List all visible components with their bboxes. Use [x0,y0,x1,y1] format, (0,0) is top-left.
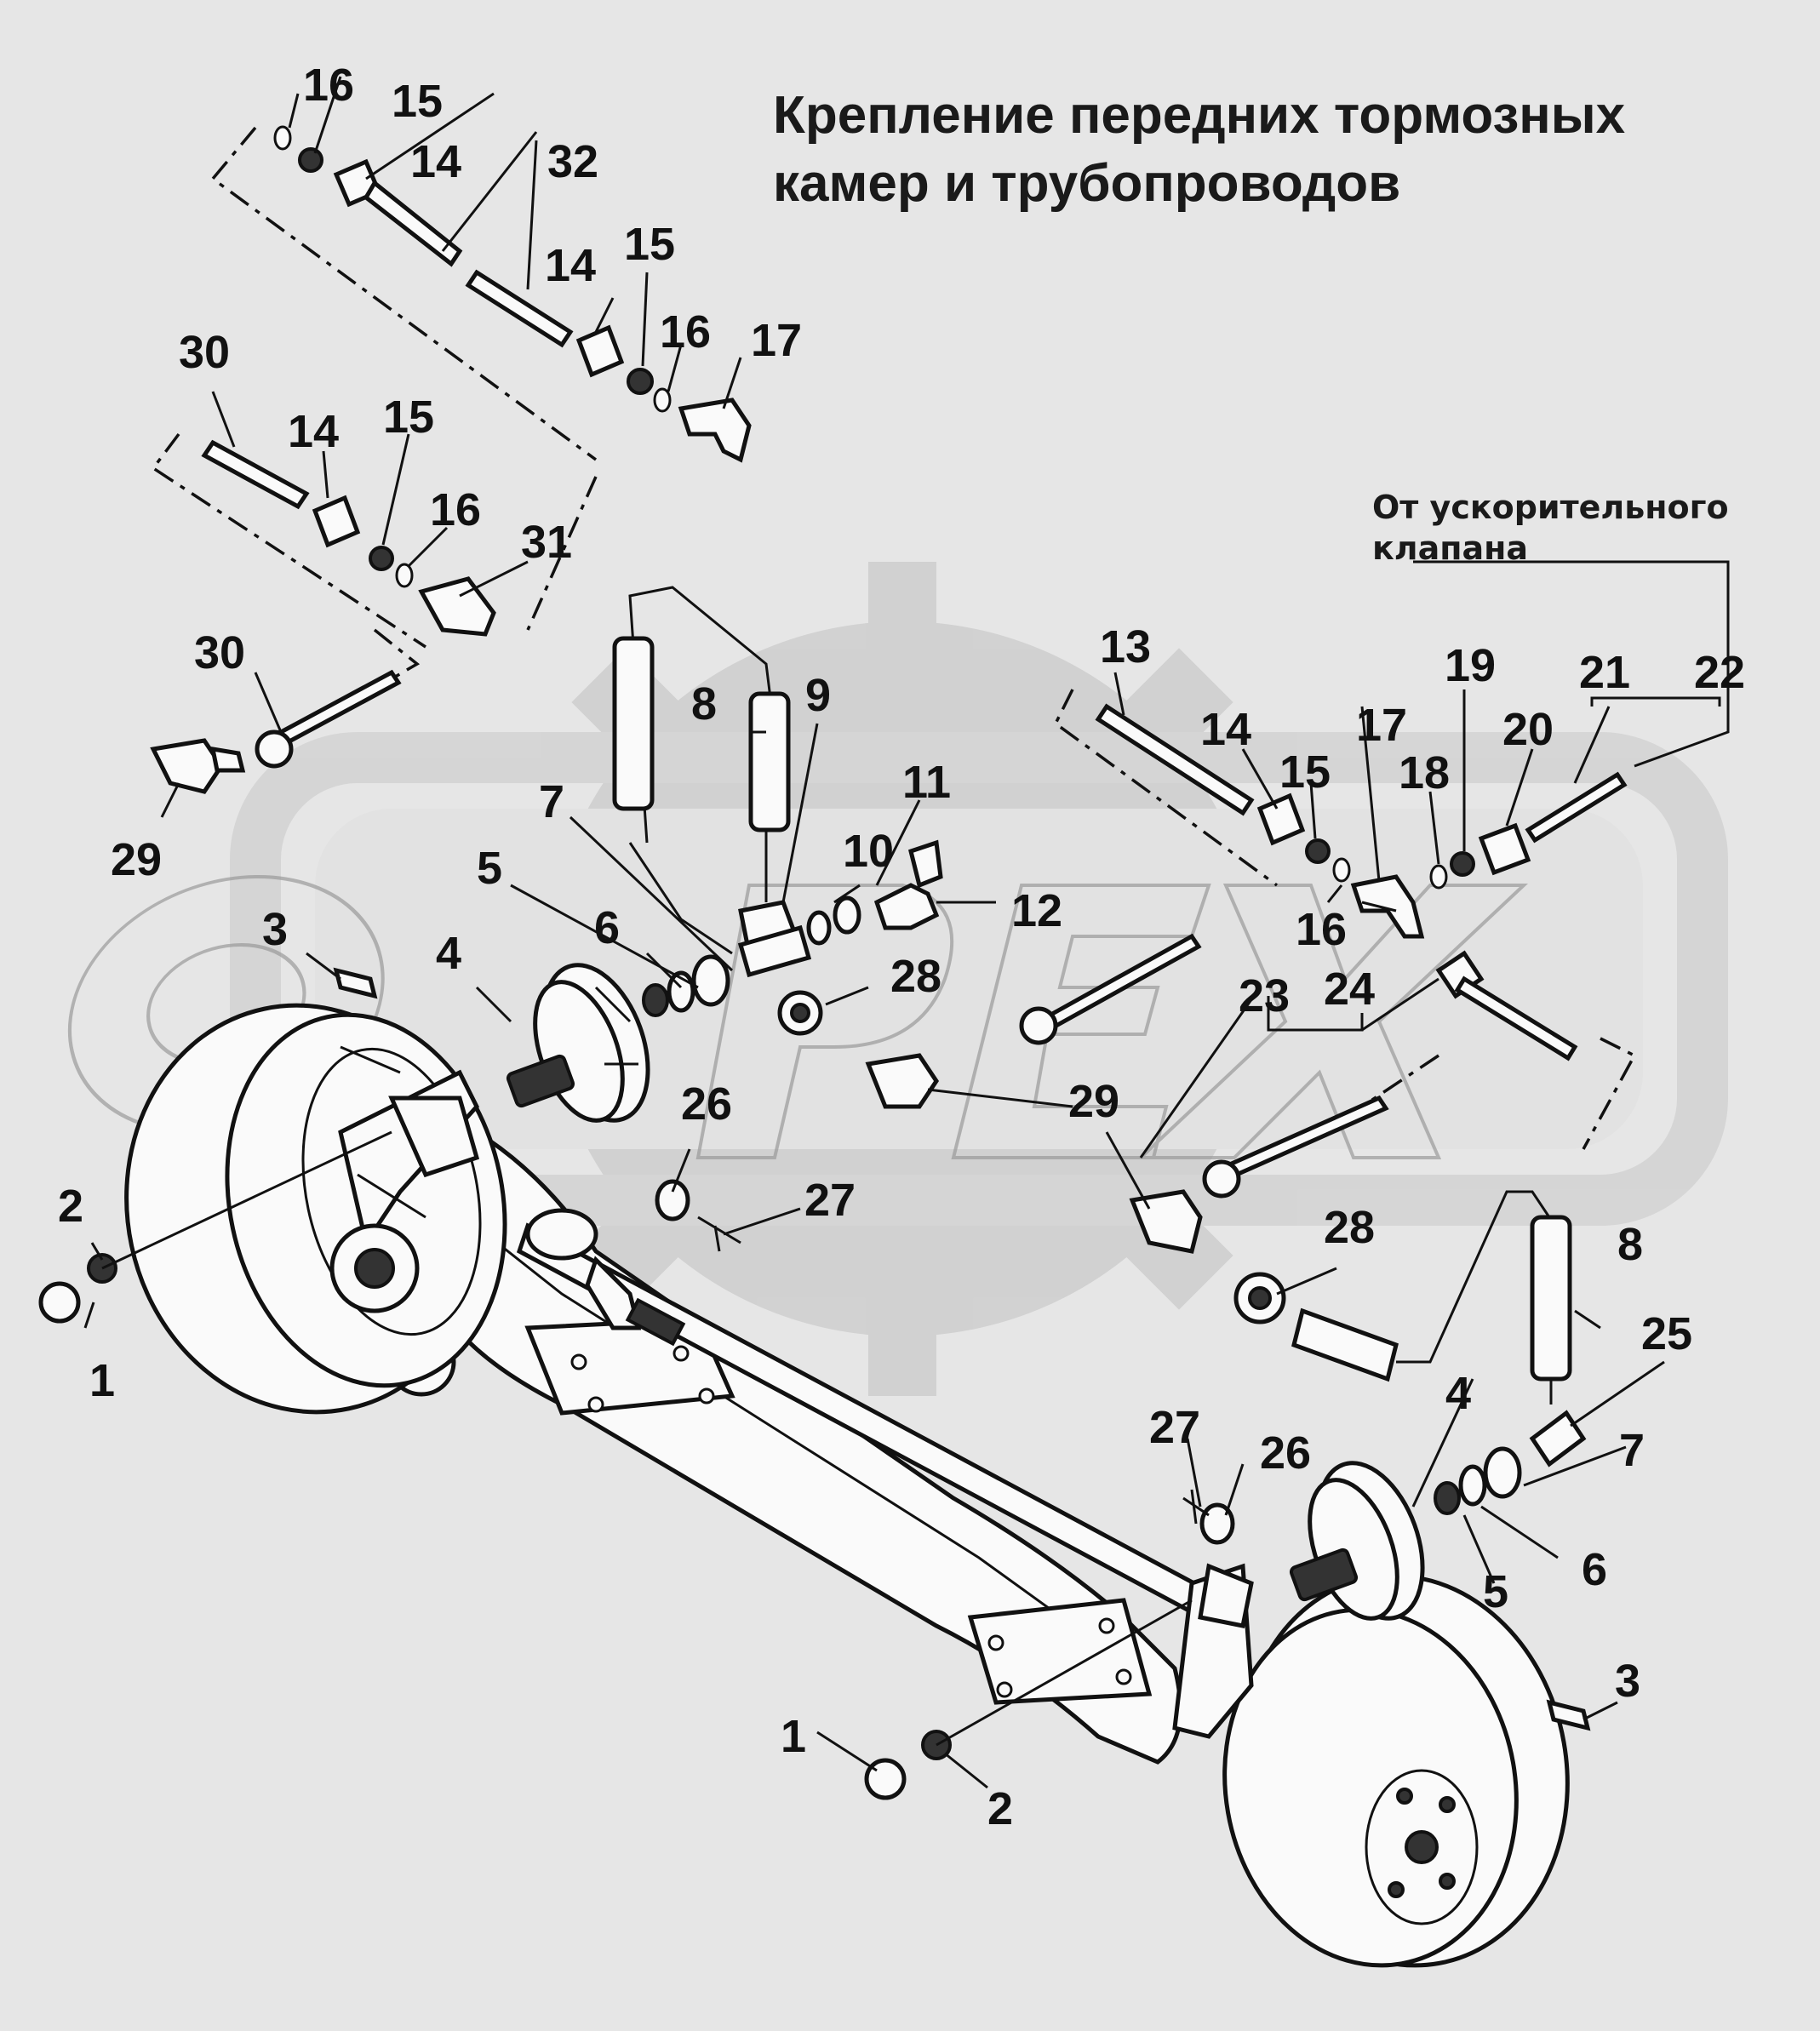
diagram-title: Крепление передних тормозных камер и тру… [773,82,1625,218]
callout-29: 29 [111,834,162,885]
callout-13: 13 [1100,621,1151,672]
callout-30: 30 [179,327,230,378]
source-note-line-2: клапана [1372,529,1529,567]
callout-19: 19 [1445,640,1496,691]
upper-left-tube-assembly [210,125,752,463]
callout-23: 23 [1239,970,1290,1021]
callout-21: 21 [1579,647,1630,698]
callout-9: 9 [805,670,831,721]
callout-4: 4 [436,928,461,979]
callout-16: 16 [303,60,354,111]
callout-14: 14 [288,406,339,457]
callout-17: 17 [751,315,802,366]
callout-29: 29 [1068,1076,1119,1127]
callout-16: 16 [430,484,481,535]
callout-26: 26 [681,1078,732,1130]
left-elbow-assembly [150,669,402,794]
callout-15: 15 [1279,747,1331,798]
callout-20: 20 [1502,704,1554,755]
callout-5: 5 [477,843,502,894]
source-note-line-1: От ускорительного [1372,489,1729,526]
callout-31: 31 [521,517,572,568]
callout-27: 27 [1149,1402,1200,1453]
callout-4: 4 [1445,1368,1471,1419]
callout-1: 1 [89,1355,115,1406]
callout-3: 3 [1615,1656,1640,1707]
callout-11: 11 [902,757,951,808]
callout-8: 8 [691,678,717,729]
leader-lines [83,76,1665,1789]
callout-15: 15 [392,76,443,127]
callout-14: 14 [1200,704,1251,755]
callout-1: 1 [781,1711,806,1762]
source-note: От ускорительного клапана [1372,487,1729,569]
callout-3: 3 [262,904,288,955]
callout-12: 12 [1011,885,1062,936]
callout-27: 27 [804,1175,856,1226]
callout-7: 7 [539,776,564,827]
callout-2: 2 [987,1783,1013,1834]
left-brake-chamber [506,954,730,1123]
right-brake-drum [1172,1563,1570,1968]
callout-16: 16 [660,306,711,358]
callout-25: 25 [1641,1308,1692,1359]
right-lower-fittings [1129,1095,1572,1405]
callout-18: 18 [1399,747,1450,798]
right-brake-chamber [1289,1410,1587,1621]
callout-17: 17 [1356,700,1407,751]
callout-30: 30 [194,627,245,678]
left-brake-drum [124,1003,507,1415]
callout-16: 16 [1296,904,1347,955]
callout-8: 8 [1617,1219,1643,1270]
callout-24: 24 [1324,964,1375,1015]
right-tube-assembly [1053,560,1730,1150]
callout-15: 15 [624,219,675,270]
title-line-1: Крепление передних тормозных [773,86,1626,145]
callout-15: 15 [383,392,434,443]
callout-7: 7 [1619,1425,1645,1476]
callout-26: 26 [1260,1427,1311,1479]
callout-6: 6 [594,902,620,953]
callout-14: 14 [545,240,596,291]
callout-6: 6 [1582,1544,1607,1595]
callout-32: 32 [547,136,598,187]
title-line-2: камер и трубопроводов [773,154,1401,213]
callout-numbers: 1 2 3 4 5 6 7 8 9 10 11 12 13 14 14 14 1… [58,60,1745,1834]
callout-22: 22 [1694,647,1745,698]
callout-14: 14 [410,136,461,187]
callout-28: 28 [890,951,941,1002]
callout-10: 10 [843,826,894,877]
callout-28: 28 [1324,1202,1375,1253]
callout-2: 2 [58,1181,83,1232]
callout-5: 5 [1483,1566,1508,1617]
tee-fitting-assembly [737,839,1202,1109]
